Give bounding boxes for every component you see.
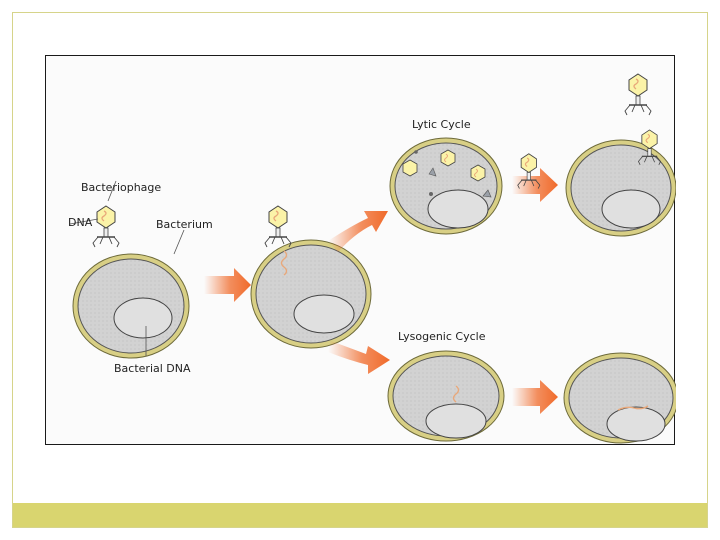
viral-dna	[452, 385, 460, 403]
bacterium-cell-lysogenic-integration	[387, 350, 505, 442]
label-lysogenic-cycle: Lysogenic Cycle	[398, 330, 486, 343]
label-bacterium: Bacterium	[156, 218, 213, 231]
slide: Bacteriophage DNA Bacterium Bacterial DN…	[12, 12, 708, 528]
arrow-to-prophage	[512, 380, 558, 414]
bacteriophage-icon	[92, 205, 120, 248]
bacterium-cell-prophage	[563, 352, 676, 444]
diagram-canvas: Bacteriophage DNA Bacterium Bacterial DN…	[68, 73, 676, 444]
injected-dna	[280, 250, 288, 276]
label-dna: DNA	[68, 216, 93, 229]
phage-life-cycle-figure: Bacteriophage DNA Bacterium Bacterial DN…	[45, 55, 676, 445]
arrow-to-injection	[204, 268, 251, 302]
bacterium-cell-lytic-replication	[389, 137, 503, 235]
bacterium-cell-injection	[250, 205, 372, 349]
integrated-prophage-dna	[617, 405, 649, 411]
bacteriophage-icon	[264, 205, 292, 248]
label-lytic-cycle: Lytic Cycle	[412, 118, 471, 131]
bacterium-cell-lysis	[517, 129, 676, 237]
footer-bar	[13, 503, 707, 527]
bacterium-cell-attachment	[69, 180, 190, 359]
arrow-to-lytic	[328, 211, 388, 252]
bacterial-dna-nucleoid	[113, 297, 173, 339]
arrow-to-lysogenic	[328, 341, 390, 374]
label-bacteriophage: Bacteriophage	[81, 181, 161, 194]
arrow-to-lysis	[512, 168, 558, 202]
released-bacteriophage-icon	[624, 73, 652, 116]
label-bacterial-dna: Bacterial DNA	[114, 362, 191, 375]
